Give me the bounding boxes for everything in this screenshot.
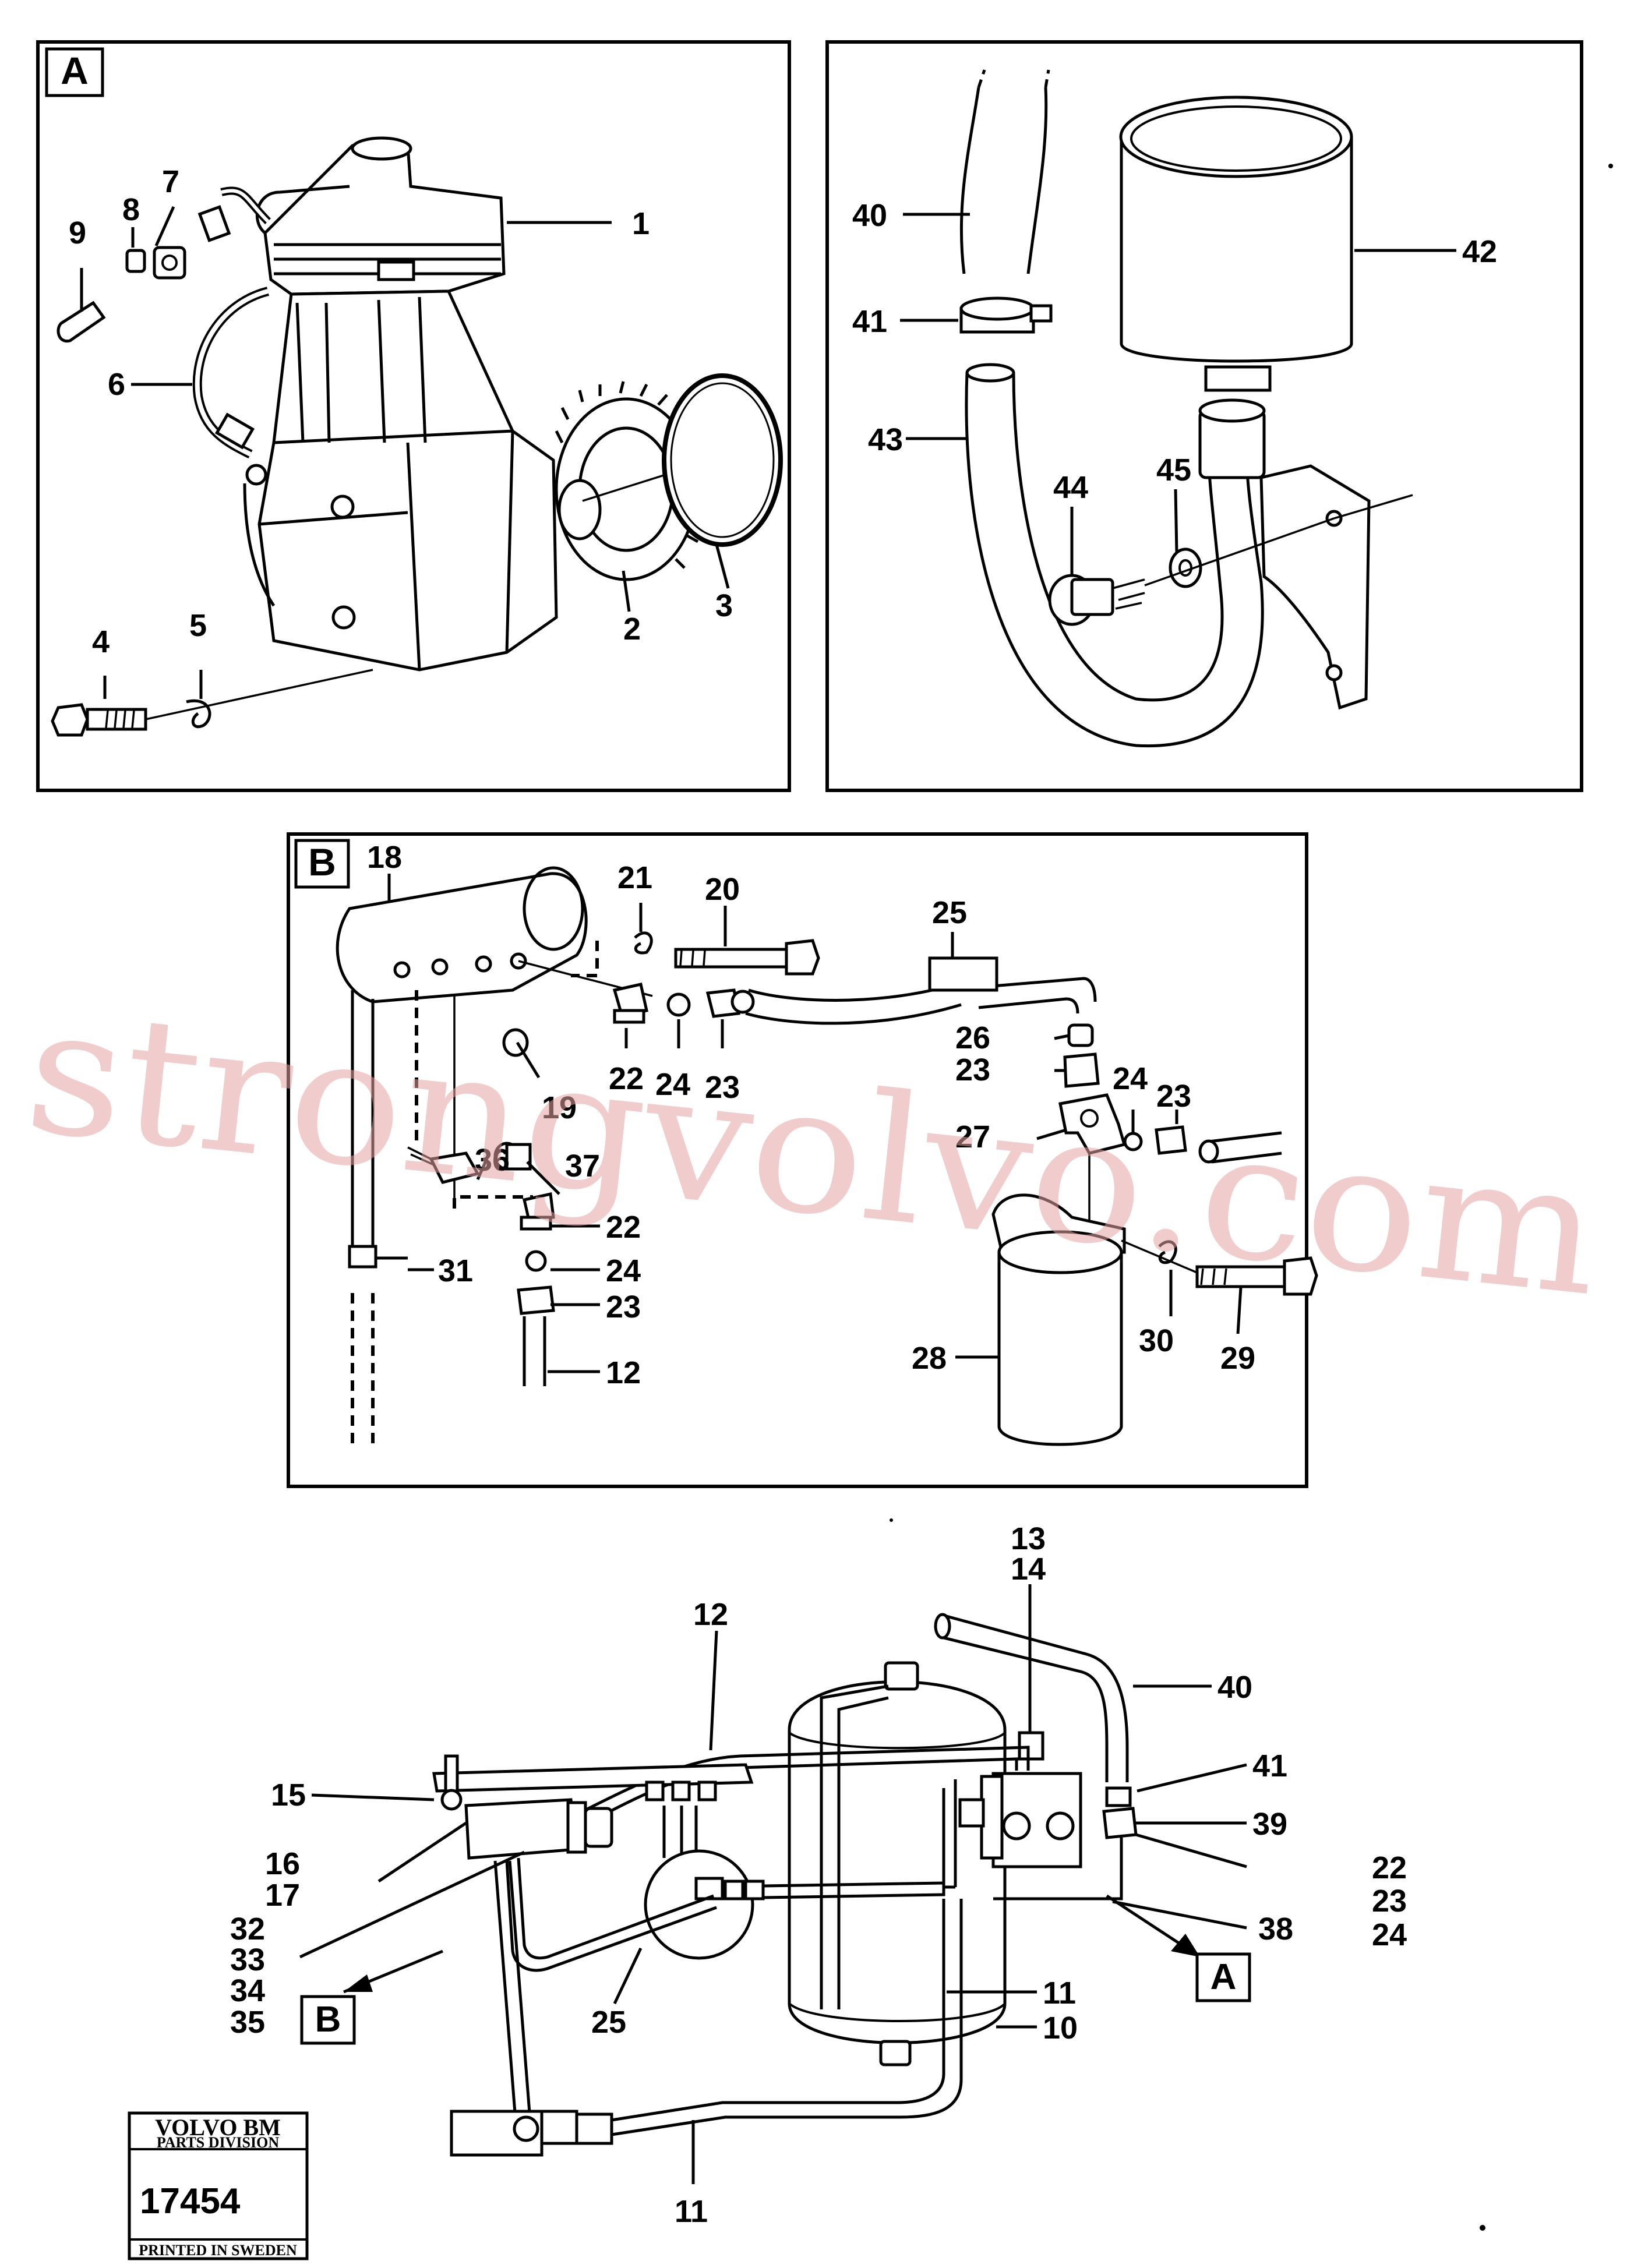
stamp-number: 17454 <box>140 2181 241 2221</box>
label-8: 8 <box>122 192 140 227</box>
panel-a-tag: A <box>61 49 89 92</box>
main-assembly: 13 14 12 40 41 15 39 16 17 22 23 24 32 3… <box>230 1521 1407 2229</box>
label-b24a: 24 <box>655 1067 690 1102</box>
label-b25: 25 <box>932 895 967 930</box>
label-b22a: 22 <box>609 1061 644 1096</box>
panel-intake: 40 41 43 42 44 45 <box>825 40 1583 792</box>
label-2: 2 <box>623 612 641 647</box>
label-m41: 41 <box>1252 1748 1287 1783</box>
label-m23: 23 <box>1372 1884 1407 1919</box>
label-1: 1 <box>632 206 650 241</box>
label-5: 5 <box>189 608 207 643</box>
label-b18: 18 <box>367 840 402 875</box>
label-6: 6 <box>108 367 125 402</box>
panel-b-tag: B <box>308 840 336 884</box>
label-b31: 31 <box>438 1253 473 1288</box>
label-m32: 32 <box>230 1912 265 1946</box>
stamp-division: PARTS DIVISION <box>157 2134 279 2151</box>
volvo-bm-stamp: VOLVO BM PARTS DIVISION 17454 PRINTED IN… <box>128 2111 309 2260</box>
label-m22: 22 <box>1372 1850 1407 1885</box>
label-b24b: 24 <box>1113 1061 1148 1096</box>
panel-a: A <box>36 40 791 792</box>
label-b23b: 23 <box>955 1052 990 1087</box>
label-b19: 19 <box>542 1090 577 1125</box>
label-45: 45 <box>1156 453 1191 487</box>
stamp-printed: PRINTED IN SWEDEN <box>139 2242 297 2259</box>
label-43: 43 <box>868 422 903 457</box>
label-b12: 12 <box>606 1355 641 1390</box>
label-b22b: 22 <box>606 1210 641 1245</box>
panel-b: B <box>287 832 1318 1488</box>
ref-a-box <box>1195 1952 1251 2002</box>
label-b23a: 23 <box>705 1070 740 1105</box>
label-m11a: 11 <box>1043 1976 1076 2011</box>
label-m10: 10 <box>1043 2011 1078 2046</box>
label-b29: 29 <box>1220 1341 1255 1376</box>
label-b24c: 24 <box>606 1253 641 1288</box>
label-m16: 16 <box>265 1846 300 1881</box>
label-7: 7 <box>162 164 179 199</box>
label-b20: 20 <box>705 872 740 907</box>
label-m13: 13 <box>1011 1521 1046 1556</box>
label-4: 4 <box>92 624 110 659</box>
label-m12: 12 <box>693 1597 728 1632</box>
label-m38: 38 <box>1258 1912 1293 1946</box>
label-m40: 40 <box>1217 1670 1252 1705</box>
label-b23c: 23 <box>1156 1079 1191 1114</box>
label-m17: 17 <box>265 1878 300 1913</box>
label-41: 41 <box>852 304 887 339</box>
label-m14: 14 <box>1011 1552 1046 1587</box>
stamp-brand: VOLVO BM <box>155 2114 281 2140</box>
label-b36: 36 <box>475 1143 510 1178</box>
label-b23d: 23 <box>606 1290 641 1324</box>
label-m15: 15 <box>271 1778 306 1813</box>
label-m25: 25 <box>591 2005 626 2040</box>
label-b26: 26 <box>955 1020 990 1055</box>
label-m39: 39 <box>1252 1807 1287 1842</box>
label-44: 44 <box>1053 470 1088 505</box>
label-m24: 24 <box>1372 1917 1407 1952</box>
label-m11b: 11 <box>675 2194 708 2229</box>
label-b30: 30 <box>1139 1323 1174 1358</box>
label-b28: 28 <box>912 1341 947 1376</box>
label-b27: 27 <box>955 1119 990 1154</box>
label-b37: 37 <box>565 1149 600 1184</box>
label-m33: 33 <box>230 1942 265 1977</box>
label-42: 42 <box>1462 234 1497 269</box>
label-9: 9 <box>69 216 86 250</box>
label-b21: 21 <box>617 860 652 895</box>
ref-b-label: B <box>315 1999 341 2040</box>
label-40: 40 <box>852 198 887 233</box>
ref-a-label: A <box>1210 1957 1237 1997</box>
label-3: 3 <box>715 588 733 623</box>
ref-b-box <box>300 1995 356 2045</box>
label-m35: 35 <box>230 2005 265 2040</box>
label-m34: 34 <box>230 1973 265 2008</box>
compressor-drawing <box>51 136 783 737</box>
